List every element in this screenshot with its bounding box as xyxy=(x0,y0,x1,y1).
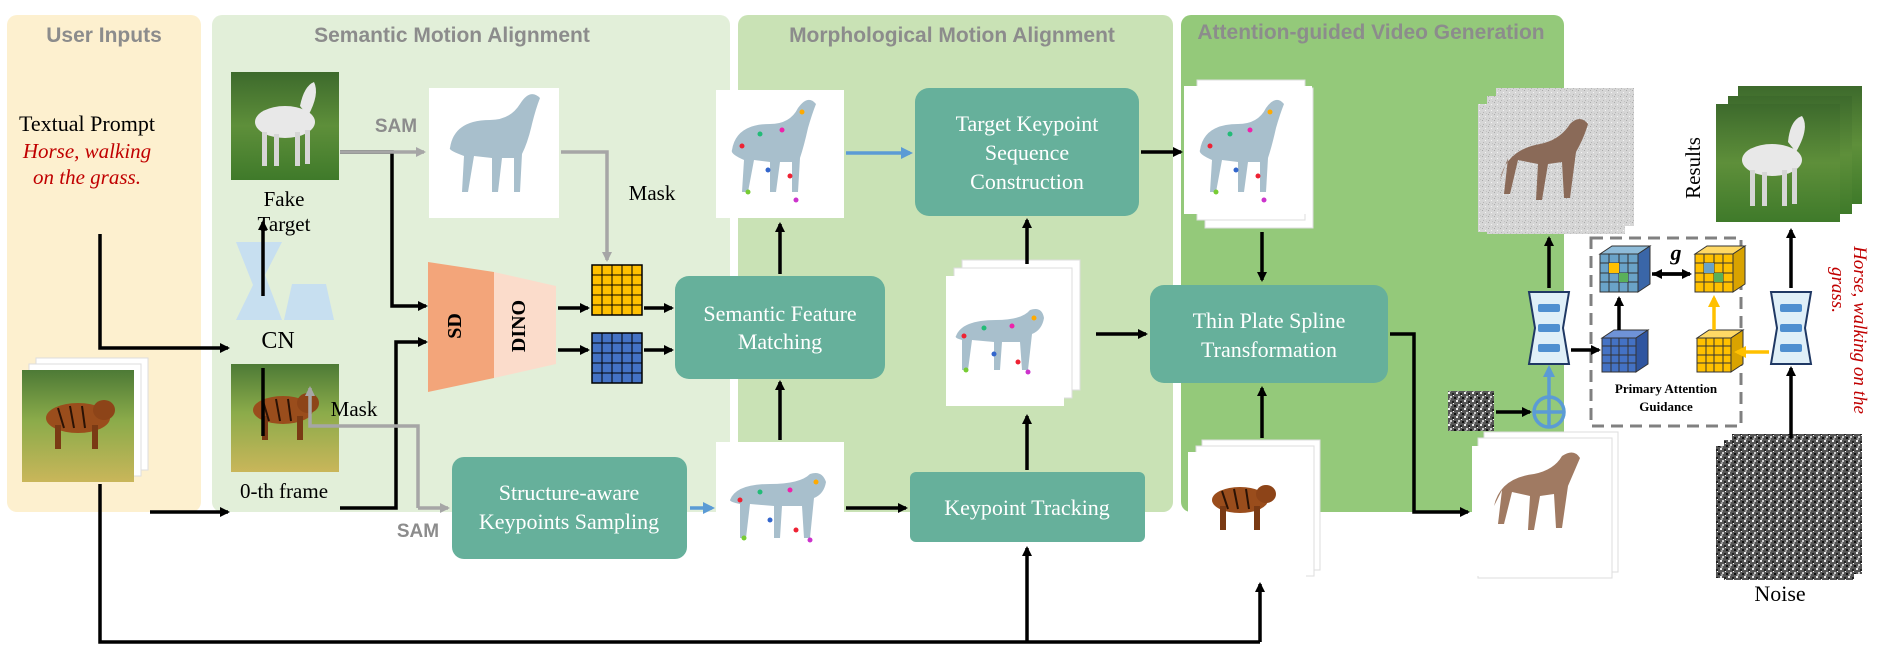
fake-target-label-1: Fake xyxy=(264,187,305,211)
semantic-title: Semantic Motion Alignment xyxy=(314,24,590,47)
matched-keypoints-image xyxy=(716,90,844,218)
semantic-feature-matching-block xyxy=(675,276,885,379)
mask-top-label: Mask xyxy=(629,181,676,205)
target-keypoint-sequence-image xyxy=(1184,79,1314,229)
controlnet-module xyxy=(236,242,334,320)
structure-sampling-label-2: Keypoints Sampling xyxy=(479,509,659,534)
feature-matching-label-1: Semantic Feature xyxy=(703,301,856,326)
results-image-stack xyxy=(1716,86,1862,222)
fake-target-label-2: Target xyxy=(258,212,311,236)
rotated-prompt-line-1: Horse, walking on the xyxy=(1849,245,1870,414)
noise-label: Noise xyxy=(1754,581,1805,606)
g-label: g xyxy=(1670,240,1682,265)
prompt-line-1: Horse, walking xyxy=(22,139,151,163)
textual-prompt-title: Textual Prompt xyxy=(19,111,155,136)
unet-right-icon xyxy=(1769,291,1813,365)
target-seq-label-3: Construction xyxy=(970,169,1084,194)
noise-image xyxy=(1716,434,1862,580)
keypoint-tracking-label: Keypoint Tracking xyxy=(944,495,1110,520)
fake-target-image xyxy=(231,72,339,180)
blue-connectors xyxy=(690,147,1555,514)
sam-bottom-label: SAM xyxy=(397,521,439,542)
connectors xyxy=(98,147,1796,644)
add-icon xyxy=(1532,395,1566,429)
target-seq-label-2: Sequence xyxy=(985,140,1069,165)
semantic-panel xyxy=(212,15,730,512)
cn-label: CN xyxy=(261,328,294,354)
rotated-prompt-line-2: grass. xyxy=(1827,267,1848,313)
mixed-cube-right xyxy=(1693,245,1747,293)
mask-left-label: Mask xyxy=(331,397,378,421)
segmented-tiger-image xyxy=(1188,439,1321,582)
zeroth-frame-image xyxy=(231,364,339,472)
feature-matching-label-2: Matching xyxy=(738,329,822,354)
yellow-attention-cube xyxy=(1695,329,1745,373)
prompt-line-2: on the grass. xyxy=(33,165,141,189)
yellow-feature-grid xyxy=(591,264,643,316)
results-label: Results xyxy=(1681,137,1705,199)
sd-label: SD xyxy=(444,313,466,339)
target-seq-label-1: Target Keypoint xyxy=(956,111,1099,136)
tps-label-1: Thin Plate Spline xyxy=(1193,308,1346,333)
morphological-title: Morphological Motion Alignment xyxy=(789,24,1115,47)
structure-sampling-label-1: Structure-aware xyxy=(499,480,639,505)
primary-attention-guidance-box xyxy=(1589,236,1743,428)
input-video-stack xyxy=(22,357,149,482)
structure-aware-sampling-block xyxy=(452,457,687,559)
attention-title: Attention-guided Video Generation xyxy=(1197,21,1544,44)
dino-label: DINO xyxy=(508,300,530,352)
mixed-cube-left xyxy=(1598,245,1652,293)
sam-top-label: SAM xyxy=(375,116,417,137)
dino-encoder xyxy=(494,272,556,378)
zeroth-frame-label: 0-th frame xyxy=(240,479,328,503)
user-inputs-title: User Inputs xyxy=(46,24,162,47)
blue-feature-grid xyxy=(591,332,643,384)
noisy-latent-image xyxy=(1478,88,1634,234)
tps-label-2: Transformation xyxy=(1201,337,1337,362)
tracked-keypoints-image xyxy=(946,259,1081,406)
guidance-label-1: Primary Attention xyxy=(1615,381,1718,396)
blue-attention-cube xyxy=(1600,329,1650,373)
sam-mask-image xyxy=(429,88,559,218)
target-keypoint-sequence-block xyxy=(915,88,1139,216)
keypoint-tracking-block xyxy=(910,472,1145,542)
unet-left-icon xyxy=(1527,291,1571,365)
yellow-connectors xyxy=(1708,295,1769,358)
sampled-keypoints-image xyxy=(716,442,844,570)
warped-video-image xyxy=(1472,431,1619,579)
small-noise-image xyxy=(1448,391,1494,431)
guidance-label-2: Guidance xyxy=(1639,399,1693,414)
thin-plate-spline-block xyxy=(1150,285,1388,383)
sd-encoder xyxy=(428,262,494,392)
sam-connectors xyxy=(305,147,612,513)
